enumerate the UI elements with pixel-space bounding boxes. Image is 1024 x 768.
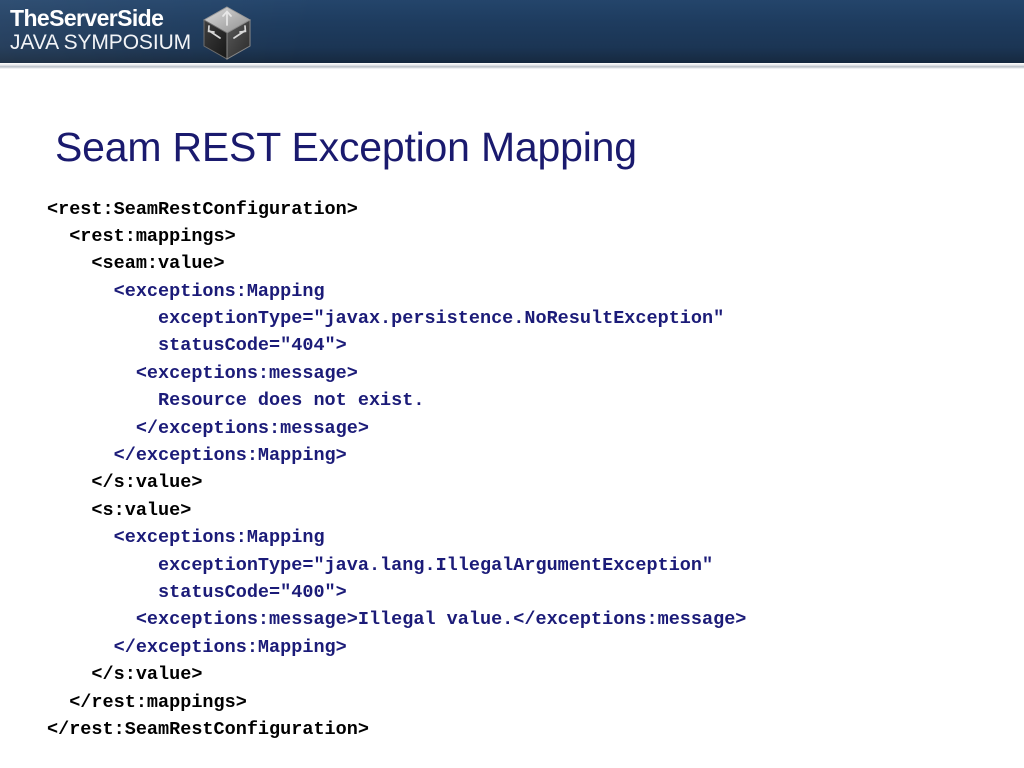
code-line: </s:value>: [47, 664, 203, 686]
code-line: </exceptions:Mapping>: [47, 445, 347, 467]
logo-primary-text: TheServerSide: [10, 5, 164, 31]
code-line: <s:value>: [47, 499, 192, 521]
code-line: <exceptions:message>Illegal value.</exce…: [47, 609, 747, 631]
code-line: <exceptions:Mapping: [47, 280, 325, 302]
brand-logo: TheServerSide JAVA SYMPOSIUM: [10, 5, 192, 55]
code-line: <exceptions:Mapping: [47, 527, 325, 549]
code-line: exceptionType="javax.persistence.NoResul…: [47, 308, 725, 330]
header-divider: [0, 63, 1024, 69]
page-title: Seam REST Exception Mapping: [55, 124, 637, 171]
logo-secondary-text: JAVA SYMPOSIUM: [10, 31, 192, 54]
code-line: statusCode="400">: [47, 581, 347, 603]
code-line: exceptionType="java.lang.IllegalArgument…: [47, 554, 714, 576]
java-cube-icon: [196, 3, 258, 63]
code-line: </rest:mappings>: [47, 691, 247, 713]
code-line: <exceptions:message>: [47, 362, 358, 384]
code-line: <rest:mappings>: [47, 225, 236, 247]
code-line: </rest:SeamRestConfiguration>: [47, 718, 369, 740]
code-line: statusCode="404">: [47, 335, 347, 357]
code-line: </exceptions:message>: [47, 417, 369, 439]
code-line: Resource does not exist.: [47, 390, 425, 412]
code-line: <seam:value>: [47, 253, 225, 275]
code-line: </exceptions:Mapping>: [47, 636, 347, 658]
header-bar: [0, 0, 1024, 63]
code-line: </s:value>: [47, 472, 203, 494]
code-line: <rest:SeamRestConfiguration>: [47, 198, 358, 220]
code-listing: <rest:SeamRestConfiguration> <rest:mappi…: [47, 196, 997, 744]
